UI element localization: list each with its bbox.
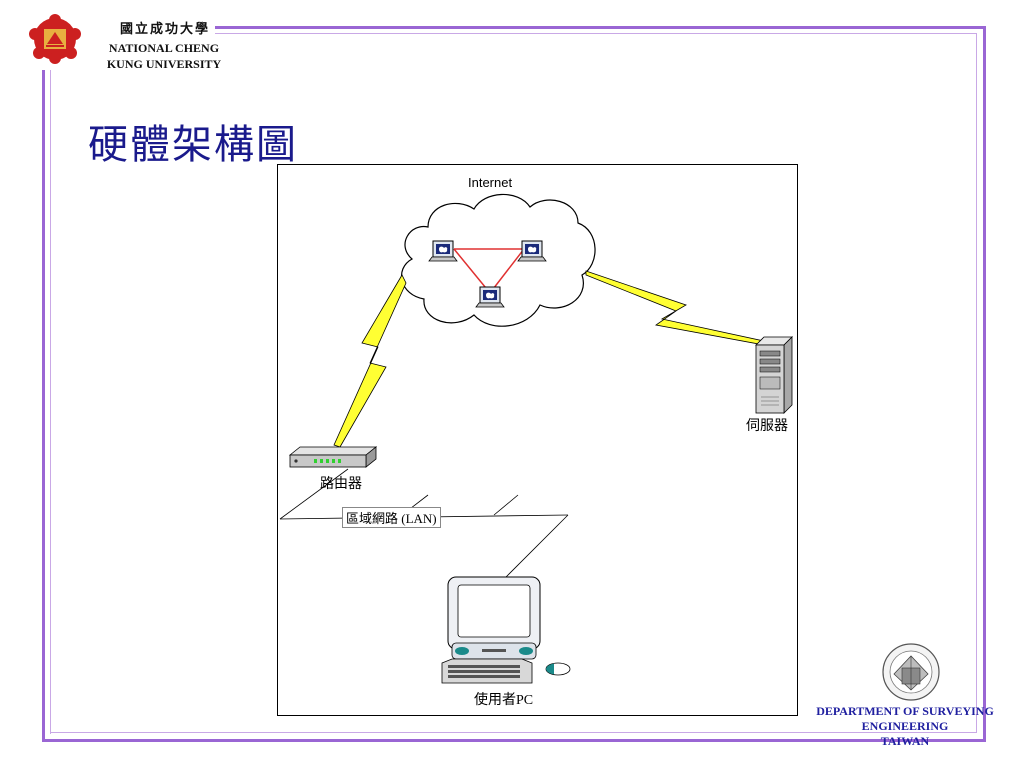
university-name-en-line1: NATIONAL CHENG — [108, 41, 220, 55]
department-name: DEPARTMENT OF SURVEYING ENGINEERING TAIW… — [800, 704, 1010, 749]
department-seal — [882, 643, 940, 701]
laptop-icon — [428, 240, 458, 262]
pc-label: 使用者PC — [474, 693, 534, 708]
university-logo — [29, 14, 81, 64]
university-name-cn: 國立成功大學 — [120, 21, 211, 36]
university-name-en: NATIONAL CHENG KUNG UNIVERSITY — [84, 40, 244, 72]
frame-left-line — [42, 70, 45, 742]
frame-bottom-inner-line — [50, 732, 977, 733]
lan-label: 區域網路 (LAN) — [342, 507, 441, 528]
internet-label: Internet — [468, 175, 513, 190]
network-diagram-canvas — [279, 193, 793, 684]
department-name-line2: ENGINEERING — [861, 719, 949, 733]
laptop-icon — [517, 240, 547, 262]
laptop-icon — [475, 286, 505, 308]
router-icon — [288, 446, 378, 468]
server-label: 伺服器 — [746, 419, 788, 434]
frame-right-inner-line — [976, 33, 977, 733]
frame-left-inner-line — [50, 70, 51, 734]
server-icon — [755, 336, 793, 414]
frame-top-line — [215, 26, 985, 29]
internet-links — [453, 248, 525, 294]
lightning-link-router — [333, 274, 407, 448]
router-label: 路由器 — [320, 477, 362, 492]
lightning-link-server — [585, 270, 765, 346]
frame-top-inner-line — [215, 33, 977, 34]
department-name-line3: TAIWAN — [880, 734, 930, 748]
university-header: 國立成功大學 NATIONAL CHENG KUNG UNIVERSITY — [28, 10, 228, 80]
department-footer: DEPARTMENT OF SURVEYING ENGINEERING TAIW… — [800, 640, 1010, 760]
frame-bottom-line — [42, 739, 986, 742]
desktop-pc-icon — [441, 576, 571, 684]
frame-right-line — [983, 26, 986, 741]
department-name-line1: DEPARTMENT OF SURVEYING — [816, 704, 994, 718]
university-name-en-line2: KUNG UNIVERSITY — [106, 57, 222, 71]
network-diagram: Internet 伺服器 路由器 區域網路 (LAN) 使用者PC — [277, 164, 798, 716]
slide-title: 硬體架構圖 — [88, 122, 298, 168]
